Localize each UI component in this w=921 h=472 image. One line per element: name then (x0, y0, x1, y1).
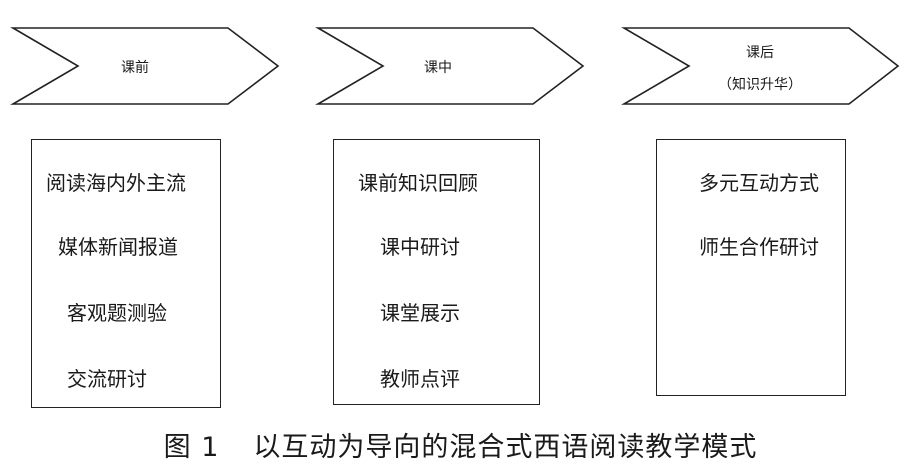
list-item: 师生合作研讨 (699, 235, 819, 259)
list-item: 课堂展示 (380, 301, 460, 325)
list-item: 多元互动方式 (699, 171, 819, 195)
stage-subtitle-post-class: （知识升华） (718, 77, 802, 93)
list-item: 课前知识回顾 (358, 171, 478, 195)
figure-caption: 图 1 以互动为导向的混合式西语阅读教学模式 (0, 425, 921, 464)
list-item: 交流研讨 (67, 367, 147, 391)
list-item: 教师点评 (380, 367, 460, 391)
stage-box-pre-class (31, 139, 221, 408)
list-item: 课中研讨 (380, 235, 460, 259)
list-item: 客观题测验 (67, 301, 167, 325)
list-item: 阅读海内外主流 (46, 171, 186, 195)
stage-title-pre-class: 课前 (121, 60, 149, 76)
stage-arrow-in-class (315, 27, 585, 105)
figure-title: 以互动为导向的混合式西语阅读教学模式 (253, 432, 758, 463)
stage-arrows (10, 27, 900, 105)
stage-arrow-pre-class (10, 27, 280, 105)
stage-box-in-class (333, 139, 540, 405)
stage-box-post-class (656, 139, 846, 396)
figure-label: 图 1 (163, 432, 220, 463)
stage-arrow-post-class (621, 27, 900, 105)
stage-title-post-class: 课后 (746, 45, 774, 61)
list-item: 媒体新闻报道 (58, 235, 178, 259)
stage-title-in-class: 课中 (424, 60, 452, 76)
